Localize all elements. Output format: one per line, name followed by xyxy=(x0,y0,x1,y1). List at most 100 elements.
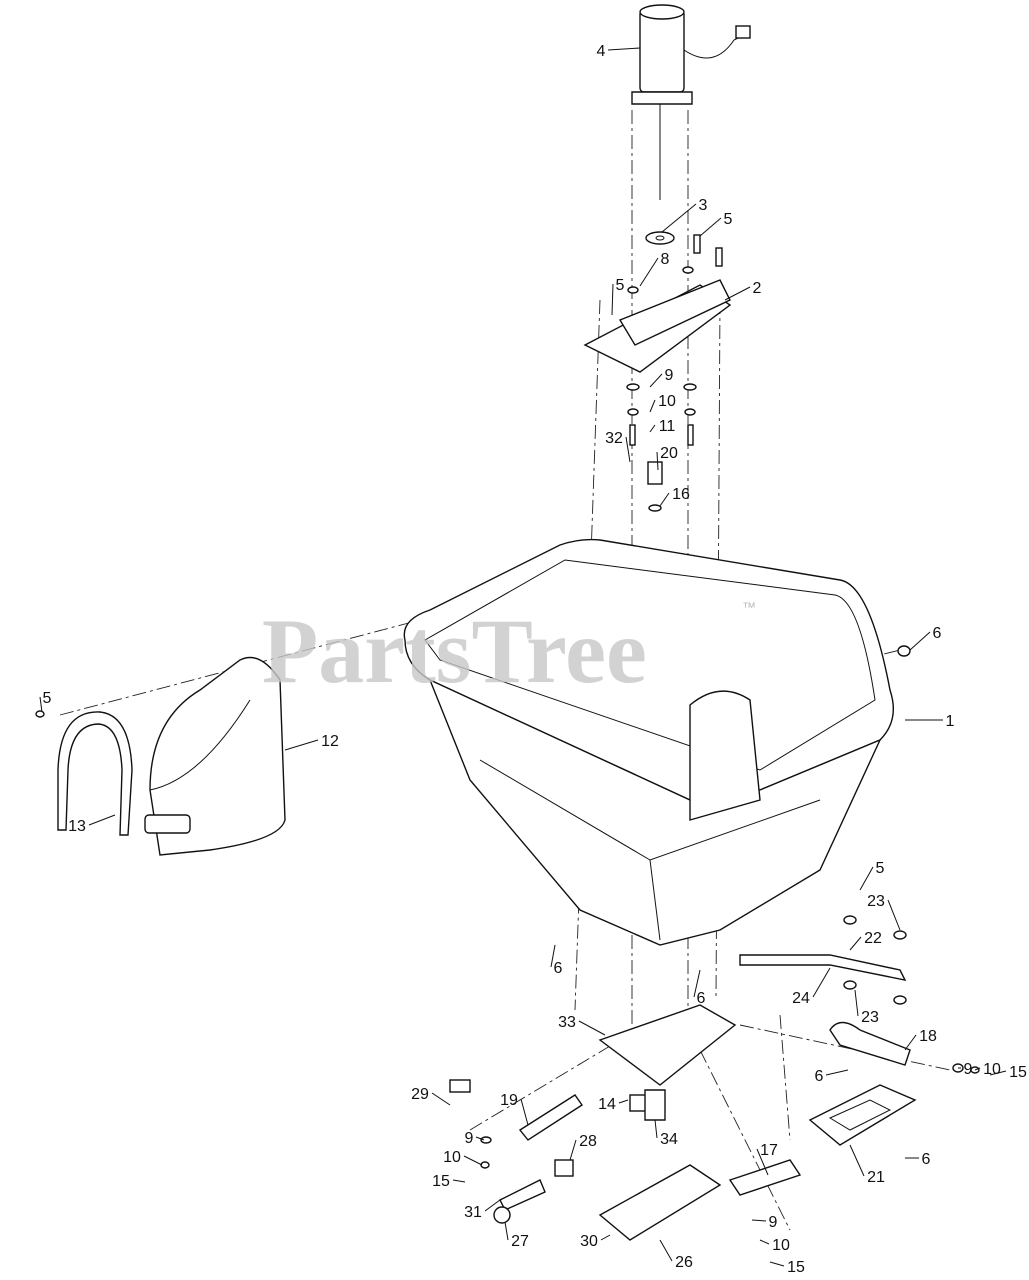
callout-number: 10 xyxy=(983,1061,1001,1078)
callout-number: 9 xyxy=(769,1214,778,1231)
watermark-layer: PartsTree ™ xyxy=(262,599,756,702)
callout-number: 21 xyxy=(867,1169,885,1186)
callout-number: 14 xyxy=(598,1096,616,1113)
leader-line xyxy=(39,696,43,713)
callout-number: 34 xyxy=(660,1131,678,1148)
leader-line xyxy=(649,399,656,413)
leader-line xyxy=(724,286,751,301)
spinner-cover xyxy=(144,656,286,856)
leader-line xyxy=(284,739,319,751)
leader-line xyxy=(607,47,641,51)
callout-number: 20 xyxy=(660,445,678,462)
callout-number: 6 xyxy=(554,960,563,977)
callout-number: 30 xyxy=(580,1233,598,1250)
callout-number: 17 xyxy=(760,1142,778,1159)
callout-number: 18 xyxy=(919,1028,937,1045)
callout-number: 5 xyxy=(616,277,625,294)
leader-line xyxy=(854,989,859,1017)
leader-line xyxy=(656,451,659,471)
leader-line xyxy=(989,1070,1007,1076)
callout-number: 23 xyxy=(861,1009,879,1026)
callout-number: 12 xyxy=(321,733,339,750)
leader-line xyxy=(974,1067,981,1071)
callout-number: 6 xyxy=(922,1151,931,1168)
leader-line xyxy=(756,1148,769,1176)
callout-number: 15 xyxy=(787,1259,805,1276)
leader-line xyxy=(699,217,722,237)
leader-line xyxy=(849,1144,865,1177)
callout-number: 2 xyxy=(753,280,762,297)
callout-number: 6 xyxy=(697,990,706,1007)
leader-line xyxy=(88,814,116,826)
callout-number: 24 xyxy=(792,990,810,1007)
leader-line xyxy=(452,1179,466,1183)
leader-line xyxy=(751,1219,767,1222)
washer xyxy=(645,231,675,245)
leader-line xyxy=(904,1034,917,1051)
callout-number: 10 xyxy=(443,1149,461,1166)
watermark-trademark: ™ xyxy=(742,599,756,615)
callout-number: 8 xyxy=(661,251,670,268)
callout-number: 9 xyxy=(465,1130,474,1147)
leader-line xyxy=(611,283,614,316)
callout-number: 6 xyxy=(933,625,942,642)
callout-number: 22 xyxy=(864,930,882,947)
leader-line xyxy=(812,967,831,998)
leader-line xyxy=(475,1136,485,1141)
leader-line xyxy=(625,436,631,463)
leader-line xyxy=(431,1092,451,1106)
spinner-motor xyxy=(631,4,751,200)
leader-line xyxy=(600,1234,611,1241)
callout-number: 6 xyxy=(815,1068,824,1085)
callout-number: 33 xyxy=(558,1014,576,1031)
callout-number: 27 xyxy=(511,1233,529,1250)
leader-line xyxy=(649,373,663,388)
leader-line xyxy=(693,969,701,998)
callout-number: 11 xyxy=(659,418,676,435)
callout-number: 3 xyxy=(699,197,708,214)
callout-number: 29 xyxy=(411,1086,429,1103)
leader-line xyxy=(504,1221,509,1241)
hardware-top xyxy=(626,234,911,657)
callout-number: 32 xyxy=(605,430,623,447)
leader-line xyxy=(659,1239,673,1262)
callout-number: 10 xyxy=(772,1237,790,1254)
leader-line xyxy=(654,1119,658,1139)
leader-line xyxy=(484,1199,501,1212)
mount-plate xyxy=(598,1004,737,1121)
callout-number: 5 xyxy=(43,690,52,707)
leader-line xyxy=(769,1261,785,1267)
callout-number: 31 xyxy=(464,1204,482,1221)
motor-mount-bracket xyxy=(583,279,732,373)
leader-line xyxy=(463,1155,483,1166)
side-brackets xyxy=(739,915,980,1146)
deflector-bracket xyxy=(35,710,133,836)
callout-number: 16 xyxy=(672,486,690,503)
callout-number: 13 xyxy=(68,818,86,835)
hopper xyxy=(403,538,894,946)
watermark: PartsTree xyxy=(262,600,647,702)
callout-number: 19 xyxy=(500,1092,518,1109)
linkage-parts xyxy=(449,1079,802,1241)
leader-line xyxy=(649,424,656,433)
callout-number: 5 xyxy=(876,860,885,877)
leader-line xyxy=(825,1069,849,1076)
callout-number: 26 xyxy=(675,1254,693,1271)
callout-number: 9 xyxy=(665,367,674,384)
leader-line xyxy=(659,492,670,507)
leader-line xyxy=(661,203,697,233)
leader-line xyxy=(569,1139,577,1161)
callout-number: 10 xyxy=(658,393,676,410)
leader-line xyxy=(859,866,874,891)
callout-number: 5 xyxy=(724,211,733,228)
leader-line xyxy=(909,631,931,651)
callout-number: 9 xyxy=(964,1061,973,1078)
callout-number: 15 xyxy=(1009,1064,1027,1081)
callout-number: 28 xyxy=(579,1133,597,1150)
leader-line xyxy=(639,257,659,287)
leader-line xyxy=(520,1098,529,1126)
leader-line xyxy=(759,1239,770,1245)
